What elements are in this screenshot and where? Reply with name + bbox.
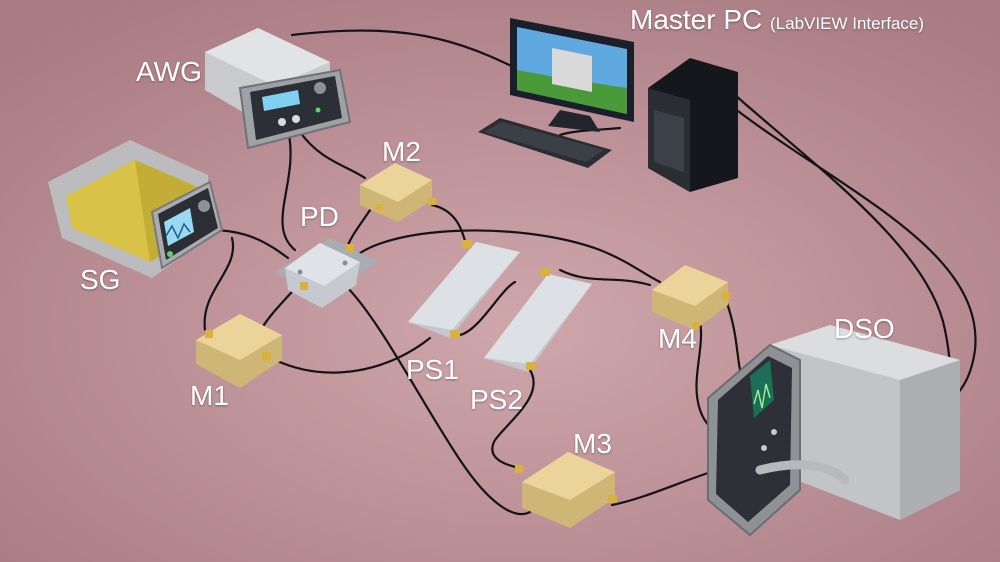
cable-ps1-ps2 <box>458 280 517 337</box>
master-pc-label-main: Master PC <box>630 4 763 35</box>
awg-port-1 <box>278 118 286 126</box>
cable-pc-dso-2 <box>728 103 977 407</box>
m4-mixer <box>652 265 730 330</box>
m2-port <box>376 204 383 211</box>
cable-m1-ps1 <box>273 336 432 374</box>
pd-device <box>275 238 378 308</box>
m1-top <box>196 314 282 360</box>
ps1-label: PS1 <box>406 354 459 385</box>
dso-knob-2 <box>761 445 767 451</box>
dso-handle <box>755 460 850 485</box>
ps2-top <box>484 274 592 364</box>
awg-led <box>315 107 321 113</box>
sg-knob <box>198 200 210 212</box>
sg-label: SG <box>80 264 121 295</box>
m2-port-2 <box>428 198 436 205</box>
sg-waveform <box>165 222 191 240</box>
pd-top <box>285 243 360 286</box>
ps1-splitter <box>408 240 520 338</box>
pd-port-bottom <box>300 282 308 290</box>
sg-instrument <box>48 140 224 278</box>
m3-mixer <box>515 452 617 528</box>
cable-awg-m2 <box>298 130 367 180</box>
m1-mixer <box>196 314 282 388</box>
cable-sg-m1 <box>203 236 235 332</box>
m3-top <box>522 452 615 500</box>
cable-m2-pd <box>346 208 372 247</box>
cable-pd-m4 <box>348 229 662 284</box>
monitor-stand <box>548 110 600 132</box>
sg-led <box>167 251 173 257</box>
m4-port-2 <box>692 322 699 330</box>
dso-screen <box>750 360 774 418</box>
ps2-splitter <box>484 268 592 372</box>
m1-port <box>262 352 271 360</box>
app-window <box>552 48 592 92</box>
desktop-hill <box>517 70 627 114</box>
master-pc-label-sub: (LabVIEW Interface) <box>770 14 925 33</box>
dso-top <box>770 325 960 380</box>
ps2-port-top <box>540 268 550 276</box>
pd-label: PD <box>300 201 339 232</box>
awg-knob <box>314 82 326 94</box>
ps2-port-bottom <box>526 362 536 370</box>
dso-instrument <box>707 325 960 537</box>
awg-top <box>205 28 330 86</box>
pd-screw-2 <box>342 260 348 266</box>
cable-ps2-m3 <box>491 368 535 470</box>
m2-mixer <box>360 163 436 222</box>
m3-label: M3 <box>573 428 612 459</box>
master-pc-label: Master PC (LabVIEW Interface) <box>630 6 924 34</box>
awg-label: AWG <box>136 56 202 87</box>
awg-display <box>262 90 300 111</box>
keyboard-keys <box>484 122 604 162</box>
ps1-top <box>408 242 520 330</box>
pd-screw <box>297 269 303 275</box>
sg-display <box>164 208 194 246</box>
m4-top <box>652 265 728 306</box>
m1-port-2 <box>205 330 213 338</box>
m2-label: M2 <box>382 136 421 167</box>
ps1-port-bottom <box>450 330 460 338</box>
ps2-label: PS2 <box>470 384 523 415</box>
master-pc <box>478 18 738 192</box>
ps1-port-top <box>462 240 472 248</box>
awg-port-2 <box>292 115 300 123</box>
cable-awg-pd <box>281 128 297 252</box>
awg-instrument <box>205 28 352 150</box>
dso-trace <box>753 383 771 409</box>
cable-pd-m3 <box>343 283 532 516</box>
pd-port-top <box>346 244 354 252</box>
dso-label: DSO <box>834 313 895 344</box>
m2-top <box>360 163 432 202</box>
m3-port-2 <box>515 465 523 473</box>
m3-port <box>608 495 617 503</box>
m4-label: M4 <box>658 323 697 354</box>
cable-ps2-m4 <box>558 268 652 287</box>
dso-knob <box>771 429 777 435</box>
m1-label: M1 <box>190 380 229 411</box>
m4-port <box>722 292 730 300</box>
dso-side <box>900 360 960 520</box>
pc-tower-panel <box>654 110 684 172</box>
